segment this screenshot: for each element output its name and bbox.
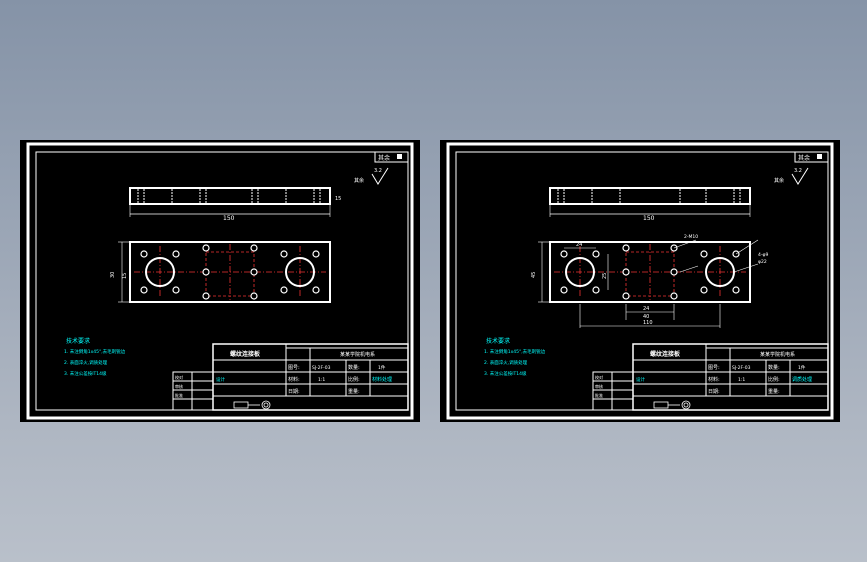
drawing-sheet-right[interactable]: 其余 其余 3.2 150	[440, 140, 840, 422]
drawing-sheet-left[interactable]: 其余 其余 3.2 150 15	[20, 140, 420, 422]
dim-mid: 40	[643, 314, 649, 320]
corner-mark: 其余	[378, 154, 390, 162]
corner-box	[794, 151, 829, 163]
part-side-view	[549, 187, 751, 205]
cad-drawing-left: 其余 其余 3.2 150 15	[26, 142, 414, 420]
field-material: 材料:	[288, 376, 300, 383]
note-2: 2. 表面淬火,调质处理	[64, 359, 108, 366]
row-review: 审核	[595, 383, 603, 389]
note-3: 3. 未注公差按IT14级	[484, 370, 527, 377]
row-approve: 批准	[175, 392, 183, 398]
sheet-border	[446, 142, 834, 420]
value-treatment: 材料处理	[372, 376, 392, 383]
value-quantity: 1件	[798, 364, 806, 371]
value-drawing-no: SJ-2F-03	[312, 365, 331, 371]
school-name: 某某学院机电系	[760, 351, 795, 358]
row-design: 设计	[216, 376, 225, 383]
dim-side: φ22	[758, 259, 767, 265]
row-approve: 批准	[595, 392, 603, 398]
side-label: 其余	[774, 177, 784, 184]
projection-symbol	[653, 400, 691, 410]
length-dim: 150	[643, 215, 655, 222]
cad-drawing-right: 其余 其余 3.2 150	[446, 142, 834, 420]
dim-hole: 4-φ9	[758, 252, 768, 258]
value-material: 1:1	[318, 377, 325, 383]
height-dim-1: 30	[110, 272, 116, 278]
corner-mark: 其余	[798, 154, 810, 162]
height-dim-2: 25	[602, 273, 608, 279]
roughness-value: 3.2	[794, 168, 802, 174]
field-quantity: 数量:	[348, 364, 360, 371]
title-block	[172, 343, 409, 411]
field-scale: 比例:	[768, 376, 780, 383]
side-view-hidden-lines	[557, 189, 741, 203]
note-3: 3. 未注公差按IT14级	[64, 370, 107, 377]
dim-thread: 2-M10	[684, 234, 698, 240]
bore-hole-right	[285, 257, 315, 287]
row-review: 审核	[175, 383, 183, 389]
dimension-lines	[538, 239, 759, 328]
part-side-view	[129, 187, 331, 205]
corner-box	[374, 151, 409, 163]
field-quantity: 数量:	[768, 364, 780, 371]
title-block	[592, 343, 829, 411]
note-1: 1. 未注倒角1x45°,去毛刺锐边	[64, 348, 126, 355]
roughness-symbol	[371, 167, 389, 185]
field-drawing-no: 图号:	[708, 365, 720, 371]
corner-square	[397, 154, 402, 159]
bolt-holes	[140, 244, 320, 300]
part-front-view	[549, 241, 751, 303]
side-view-hidden-lines	[137, 189, 321, 203]
bolt-holes	[560, 244, 740, 300]
row-check: 校对	[595, 374, 603, 380]
row-check: 校对	[175, 374, 183, 380]
field-weight: 重量:	[348, 388, 360, 395]
value-quantity: 1件	[378, 364, 386, 371]
side-label: 其余	[354, 177, 364, 184]
sheet-border	[26, 142, 414, 420]
bore-hole-left	[145, 257, 175, 287]
value-treatment: 调质处理	[792, 376, 812, 383]
height-dim-2: 15	[122, 273, 128, 279]
row-design: 设计	[636, 376, 645, 383]
value-drawing-no: SJ-2F-03	[732, 365, 751, 371]
field-scale: 比例:	[348, 376, 360, 383]
part-front-view	[129, 241, 331, 303]
notes-title: 技术要求	[66, 337, 90, 345]
field-weight: 重量:	[768, 388, 780, 395]
title-name: 螺纹连接板	[650, 350, 681, 358]
field-material: 材料:	[708, 376, 720, 383]
dim-spacing-top: 24	[576, 242, 582, 248]
roughness-value: 3.2	[374, 168, 382, 174]
height-dim-1: 45	[531, 272, 537, 278]
dim-spacing: 24	[643, 306, 649, 312]
note-2: 2. 表面淬火,调质处理	[484, 359, 528, 366]
dim-total: 110	[643, 320, 653, 326]
field-drawing-no: 图号:	[288, 365, 300, 371]
field-date: 日期:	[708, 389, 720, 395]
title-name: 螺纹连接板	[230, 350, 261, 358]
length-dim: 150	[223, 215, 235, 222]
projection-symbol	[233, 400, 271, 410]
note-1: 1. 未注倒角1x45°,去毛刺锐边	[484, 348, 546, 355]
width-dim: 15	[335, 196, 341, 202]
bore-hole-left	[565, 257, 595, 287]
value-material: 1:1	[738, 377, 745, 383]
field-date: 日期:	[288, 389, 300, 395]
roughness-symbol	[791, 167, 809, 185]
school-name: 某某学院机电系	[340, 351, 375, 358]
corner-square	[817, 154, 822, 159]
notes-title: 技术要求	[486, 337, 510, 345]
